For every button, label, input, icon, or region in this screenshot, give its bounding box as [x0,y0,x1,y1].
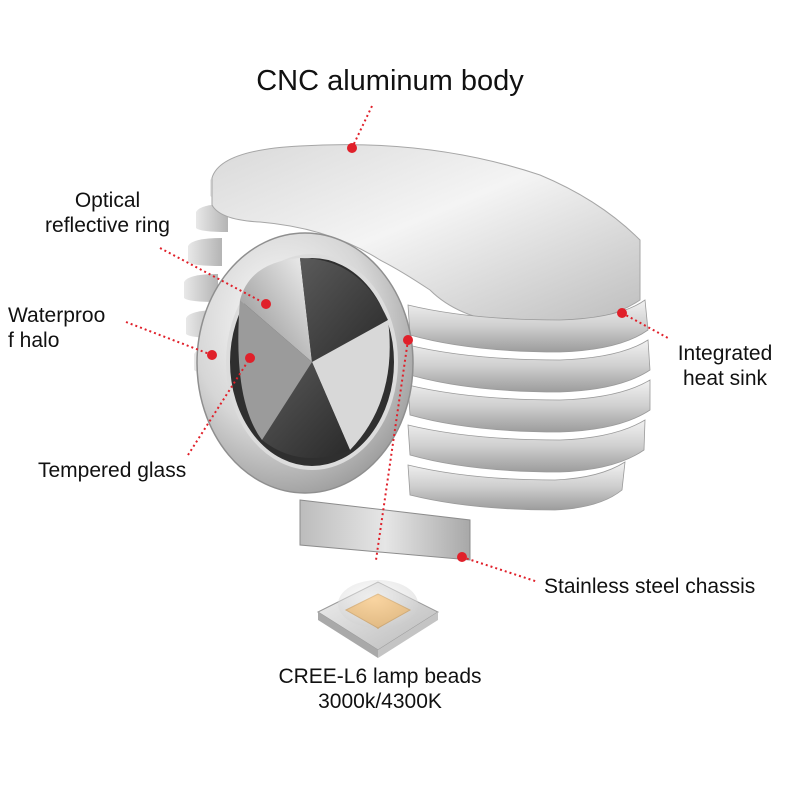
label-heat-sink-line1: Integrated [677,342,773,365]
callout-heat-sink-line [621,312,669,339]
label-waterproof-line1: Waterproo [8,304,106,327]
label-lamp-beads-line1: CREE-L6 lamp beads [278,665,482,688]
label-waterproof-halo: Waterproo f halo [8,303,138,353]
callout-waterproof-dot [207,350,217,360]
callout-lamp-beads-line [375,339,409,561]
heat-sink-fins [407,299,651,511]
label-cnc-body: CNC aluminum body [256,65,524,97]
callout-cnc-body-dot [347,143,357,153]
callout-glass-dot [245,353,255,363]
callouts [125,105,669,583]
callout-chassis-dot [457,552,467,562]
callout-cnc-body-line [351,105,373,149]
label-heat-sink-line2: heat sink [682,367,768,390]
label-chassis: Stainless steel chassis [544,575,756,598]
label-heat-sink: Integrated heat sink [660,341,790,391]
callout-lamp-beads-dot [403,335,413,345]
callout-chassis-line [461,556,539,583]
callout-optical-ring-dot [261,299,271,309]
label-tempered-glass: Tempered glass [38,459,187,482]
led-chip-illustration [316,580,440,658]
label-optical-ring-line1: Optical [74,189,141,212]
label-lamp-beads-line2: 3000k/4300K [318,690,442,713]
label-lamp-beads: CREE-L6 lamp beads 3000k/4300K [240,664,520,714]
label-waterproof-line2: f halo [8,329,60,352]
callout-dots [207,143,627,562]
callout-glass-line [187,357,251,456]
label-optical-ring: Optical reflective ring [20,188,195,238]
label-optical-ring-line2: reflective ring [45,214,170,237]
lamp-illustration [184,144,651,561]
callout-waterproof-line [125,321,213,356]
tempered-glass [238,258,390,458]
steel-chassis [299,499,471,561]
callout-heat-sink-dot [617,308,627,318]
